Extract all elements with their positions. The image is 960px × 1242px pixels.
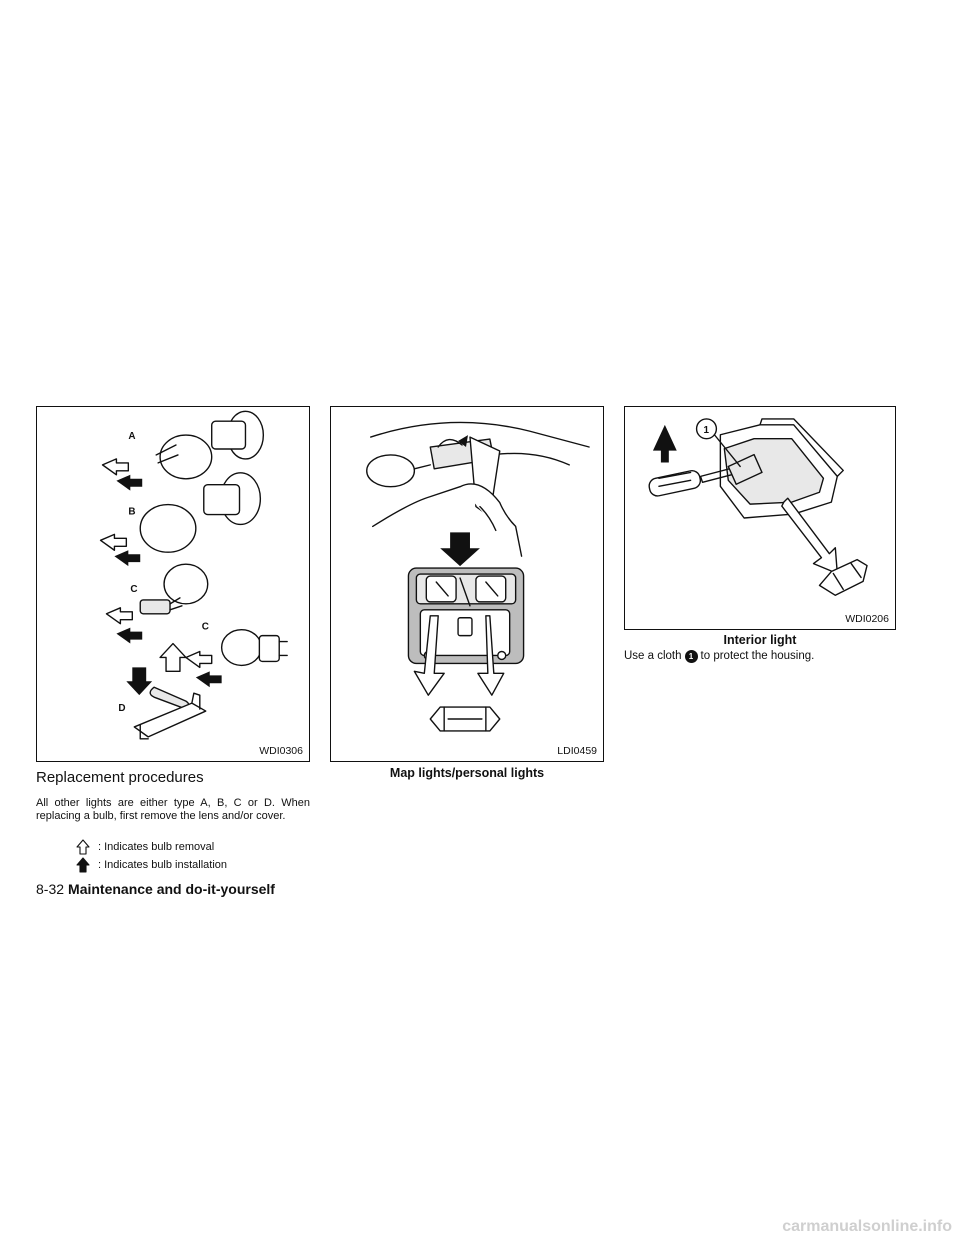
section-heading: Replacement procedures <box>36 769 204 786</box>
figure-code: WDI0206 <box>845 613 889 625</box>
figure-code: LDI0459 <box>557 745 597 757</box>
section-paragraph: All other lights are either type A, B, C… <box>36 797 310 823</box>
watermark-text: carmanualsonline.info <box>782 1218 952 1235</box>
interior-light-caption: Interior light <box>723 633 797 647</box>
arrow-pair-c-icon <box>105 607 222 688</box>
legend-removal: : Indicates bulb removal <box>76 839 214 855</box>
label-a: A <box>128 431 135 442</box>
bulb-b-drawing <box>139 472 262 553</box>
bulb-d-drawing <box>126 642 207 740</box>
legend-installation-text: : Indicates bulb installation <box>98 859 228 871</box>
bulb-a-drawing <box>155 410 265 480</box>
figure-code: WDI0306 <box>259 745 303 757</box>
outline-arrow-down-right-icon <box>477 615 505 696</box>
callout-number: 1 <box>704 425 710 436</box>
protective-cloth <box>727 453 763 485</box>
solid-arrow-up-icon <box>76 857 90 873</box>
callout-circle <box>695 418 718 440</box>
label-c-left: C <box>130 584 137 595</box>
bulb-c-drawing <box>139 563 288 667</box>
figure-interior-light: 1 WDI0206 <box>624 406 896 630</box>
rear-view-mirror <box>366 454 431 488</box>
lens-being-removed <box>371 435 523 557</box>
map-lights-caption: Map lights/personal lights <box>389 766 545 780</box>
legend-installation: : Indicates bulb installation <box>76 857 227 873</box>
map-lights-illustration <box>366 421 590 732</box>
circled-number-marker: 1 <box>684 650 698 664</box>
festoon-bulb <box>429 706 501 732</box>
outline-arrow-down-left-icon <box>413 615 445 696</box>
label-d: D <box>118 703 125 714</box>
map-light-housing <box>407 567 525 665</box>
solid-arrow-down-icon <box>440 532 480 567</box>
interior-festoon-bulb <box>818 558 868 596</box>
bulb-types-illustration: A B C C <box>99 410 288 740</box>
figure-map-lights: LDI0459 <box>330 406 604 762</box>
arrow-pair-b-icon <box>99 533 141 567</box>
interior-light-illustration: 1 <box>648 418 868 596</box>
interior-light-housing <box>719 418 844 519</box>
page-number: 8-32 <box>36 881 65 897</box>
outline-arrow-up-icon <box>76 839 90 855</box>
legend-removal-text: : Indicates bulb removal <box>98 841 215 853</box>
figure-bulb-types: A B C C <box>36 406 310 762</box>
arrow-pair-a-icon <box>101 458 143 491</box>
solid-arrow-up-icon <box>652 424 677 463</box>
footer-section-title: Maintenance and do-it-yourself <box>68 881 275 897</box>
label-c-right: C <box>202 622 209 633</box>
label-b: B <box>128 507 135 518</box>
